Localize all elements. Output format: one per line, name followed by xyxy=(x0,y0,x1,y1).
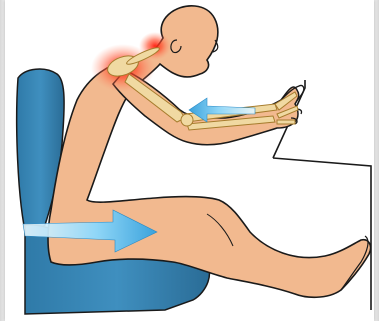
right-frame-edge xyxy=(374,0,379,321)
elbow-joint xyxy=(181,114,193,126)
posture-illustration xyxy=(5,0,374,321)
person-body xyxy=(48,6,371,297)
person xyxy=(48,6,371,297)
illustration-frame xyxy=(5,0,374,321)
